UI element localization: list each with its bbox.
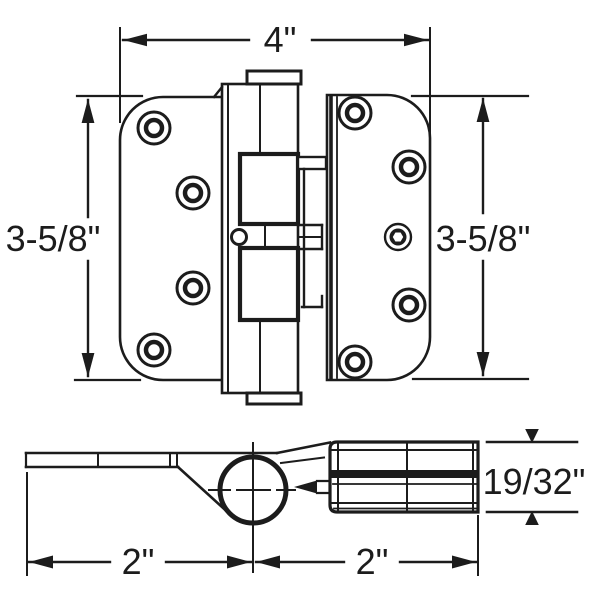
screw-hole <box>136 332 172 368</box>
lower-slider-block <box>237 245 301 323</box>
screw-hole-outer-ring <box>337 344 373 380</box>
dimension-height-left: 3-5/8" <box>6 94 144 382</box>
keeper-block <box>275 440 480 514</box>
dimension-label-height-right: 3-5/8" <box>436 218 531 259</box>
dimension-width-total: 4" <box>119 19 431 141</box>
screw-hole <box>175 175 211 211</box>
screw-hole-inner-ring <box>398 294 420 316</box>
screw-hole-inner-ring <box>344 351 366 373</box>
screw-hole-outer-ring <box>136 110 172 146</box>
screw-hole-outer-ring <box>175 270 211 306</box>
pivot-pin-hole <box>230 228 248 246</box>
screw-hole-inner-ring <box>398 156 420 178</box>
screw-hole-outer-ring <box>136 332 172 368</box>
arrowhead-right <box>452 555 476 569</box>
front-view <box>118 69 432 406</box>
left-leaf-screw-holes <box>136 110 211 368</box>
hex-adjustment-hole <box>383 222 413 252</box>
screw-hole <box>175 270 211 306</box>
arrowhead-left <box>29 555 53 569</box>
screw-hole <box>136 110 172 146</box>
screw-hole <box>391 149 427 185</box>
arrowhead-right <box>404 33 428 47</box>
bottom-view <box>24 440 480 573</box>
arrowhead-down <box>476 352 490 376</box>
arrowhead-up <box>476 98 490 122</box>
right-leaf <box>325 93 432 382</box>
dimension-label-height-left: 3-5/8" <box>6 218 101 259</box>
hinge-barrel-body <box>212 69 303 406</box>
adjustment-bracket <box>296 155 328 309</box>
dimension-label-width-right-half: 2" <box>356 541 389 582</box>
barrel-top-cap <box>245 69 303 86</box>
leaf-profile-bar <box>24 451 279 519</box>
right-leaf-screw-holes <box>337 95 427 380</box>
dimension-label-width-left-half: 2" <box>122 541 155 582</box>
screw-hole-outer-ring <box>391 149 427 185</box>
barrel-bottom-cap <box>245 391 303 406</box>
screw-hole-inner-ring <box>182 182 204 204</box>
knuckle-centerlines <box>208 442 296 573</box>
bar-taper-diagonal <box>176 465 235 519</box>
upper-slider-block <box>237 151 301 227</box>
screw-hole-outer-ring <box>175 175 211 211</box>
screw-hole-inner-ring <box>143 117 165 139</box>
screw-hole-inner-ring <box>182 277 204 299</box>
dimension-label-width-total: 4" <box>264 19 297 60</box>
screw-hole-outer-ring <box>337 95 373 131</box>
strap-inner-diagonal <box>279 456 326 465</box>
screw-hole <box>391 287 427 323</box>
strap-top-diagonal <box>275 440 332 455</box>
arrowhead-right <box>227 555 251 569</box>
plate-chamfer-line <box>212 85 224 99</box>
dimension-bottom-widths: 2" 2" <box>26 472 479 582</box>
dimension-label-thickness: 19/32" <box>483 461 586 502</box>
left-leaf-outline <box>118 95 244 382</box>
dimension-thickness: 19/32" <box>483 429 586 525</box>
screw-hole-inner-ring <box>143 339 165 361</box>
block-mid-rail <box>331 470 477 478</box>
arrowhead-up <box>525 511 539 525</box>
left-leaf <box>118 95 244 382</box>
hex-socket-opening <box>392 232 404 242</box>
arrowhead-left <box>123 33 147 47</box>
bracket-top-tab <box>296 155 328 171</box>
arrowhead-down <box>81 353 95 377</box>
arrowhead-up <box>81 99 95 123</box>
screw-hole <box>337 95 373 131</box>
arrowhead-down <box>525 429 539 443</box>
arrowhead-left <box>256 555 280 569</box>
screw-hole-outer-ring <box>391 287 427 323</box>
right-leaf-outline <box>325 93 432 382</box>
dimension-height-right: 3-5/8" <box>410 94 531 381</box>
screw-hole-inner-ring <box>344 102 366 124</box>
screw-hole <box>337 344 373 380</box>
strap-wedge <box>294 480 317 494</box>
